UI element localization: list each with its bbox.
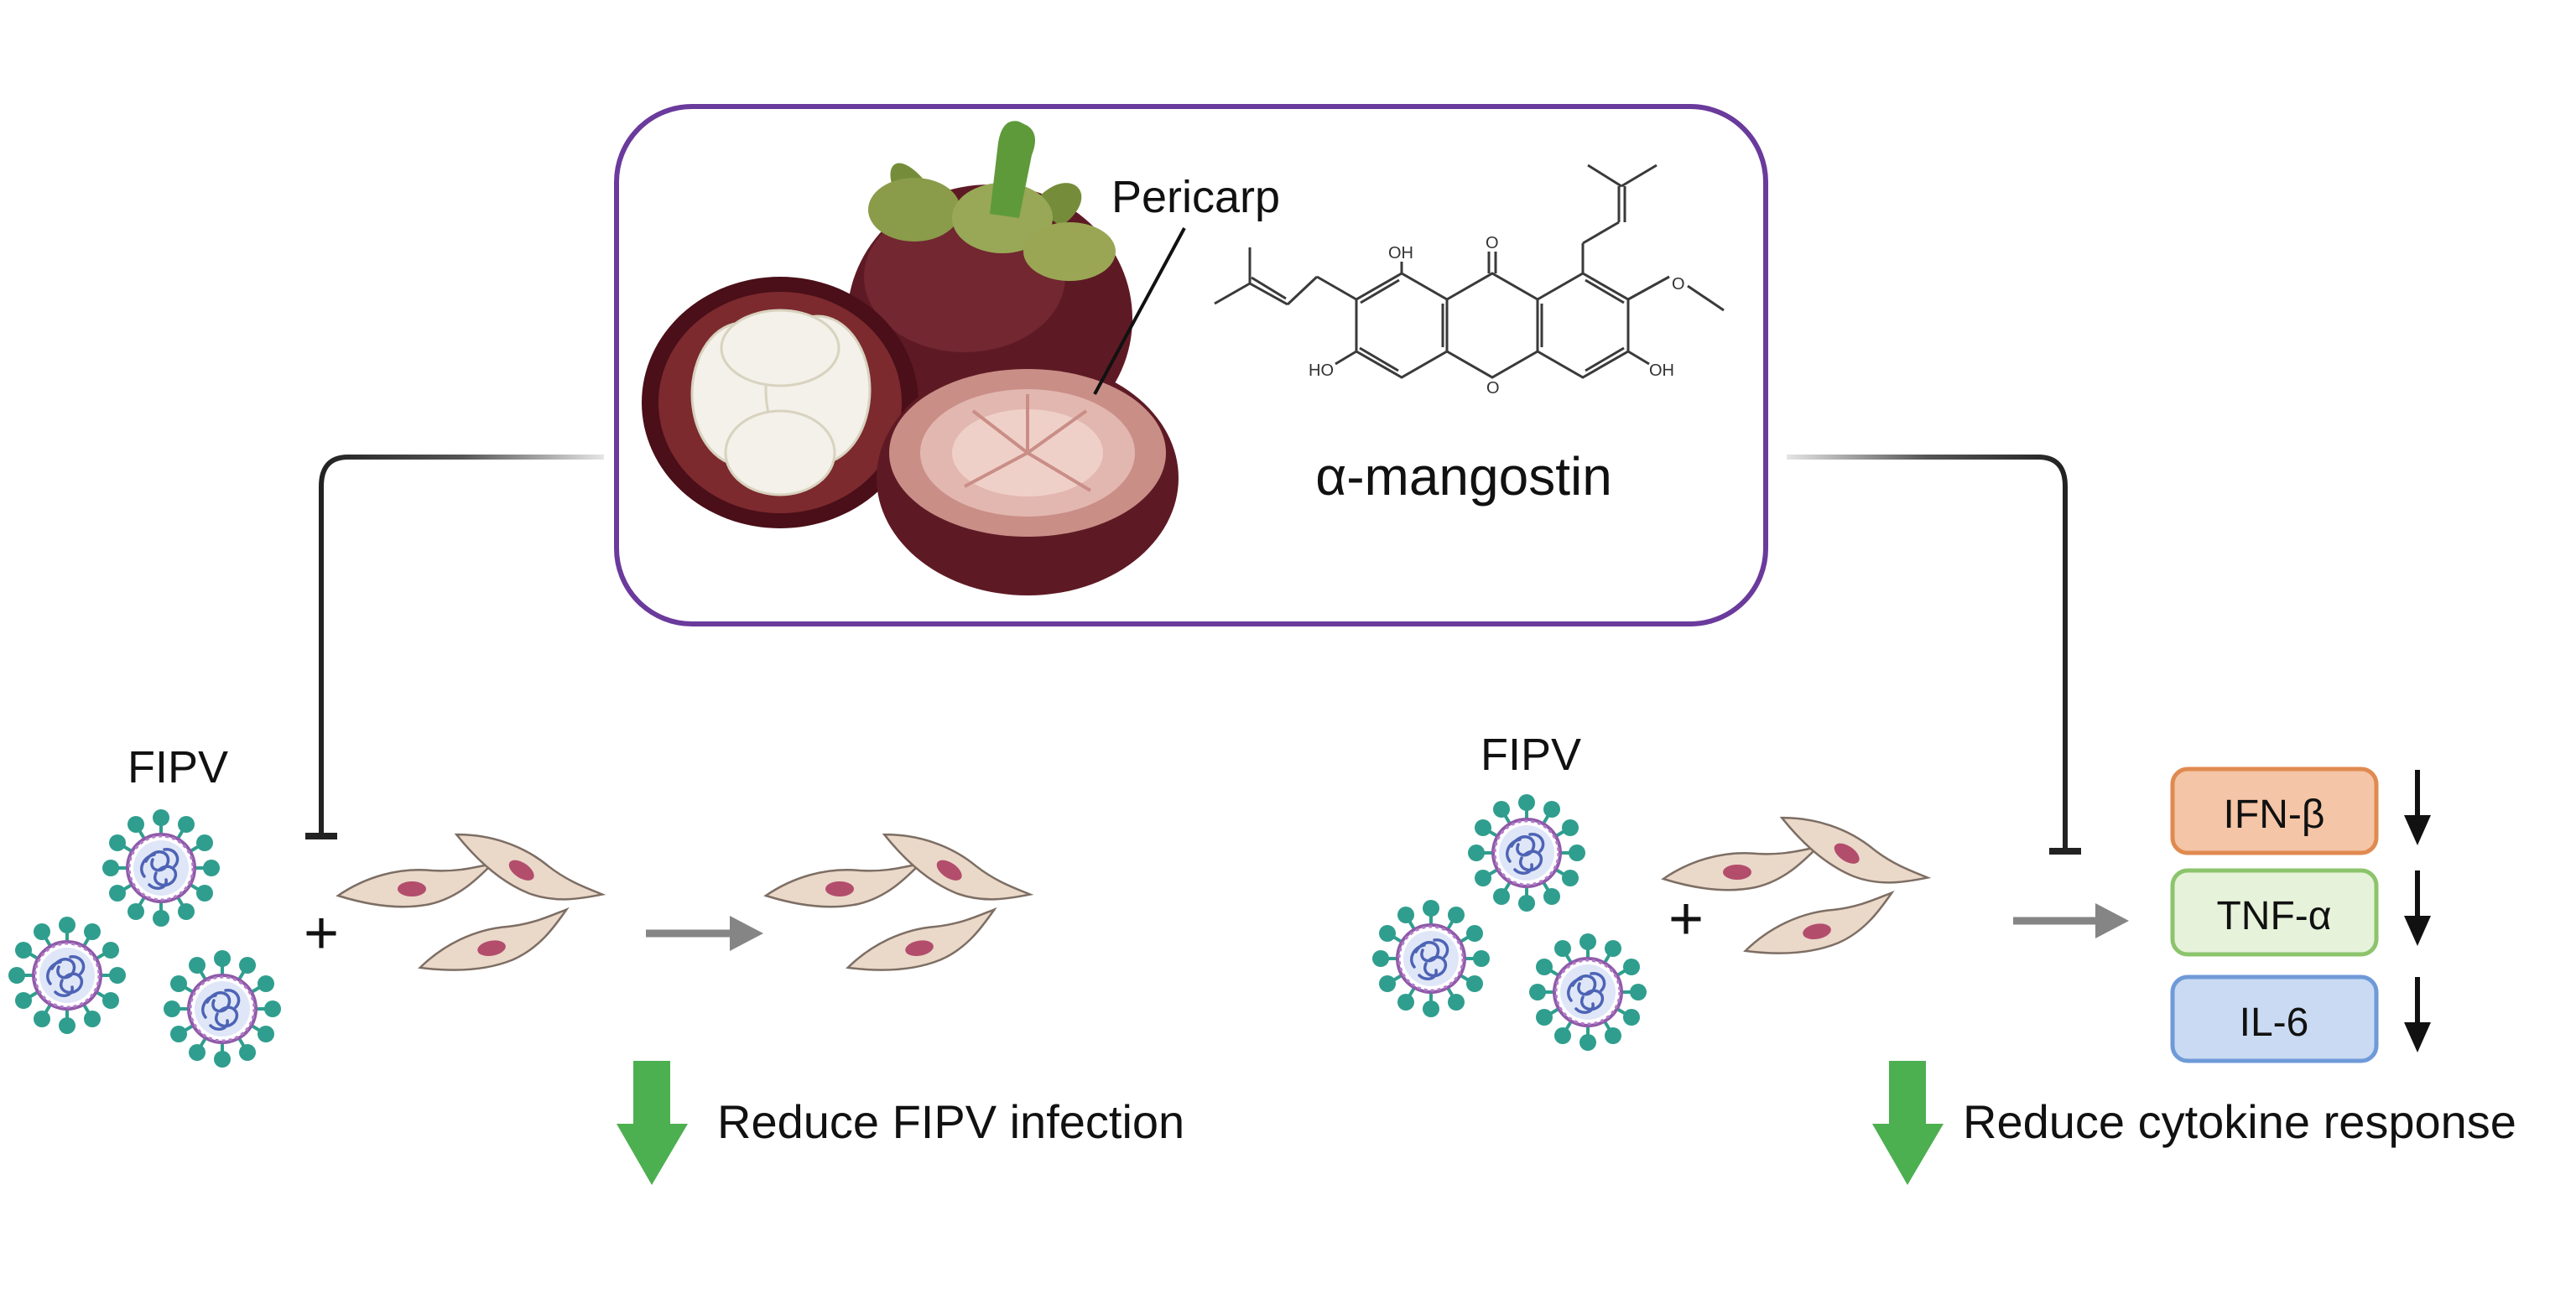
left-down-arrow-icon xyxy=(617,1061,688,1185)
right-virus-label: FIPV xyxy=(1481,730,1581,780)
mangosteen-fruit-illustration xyxy=(642,121,1186,595)
cytokine-ifn-beta: IFN-β xyxy=(2170,767,2431,855)
right-down-arrow-icon xyxy=(1872,1061,1944,1185)
cytokine-list: IFN-β TNF-α IL-6 xyxy=(2170,767,2431,1063)
right-process-arrow xyxy=(2013,903,2129,938)
virus-icon xyxy=(101,808,221,928)
mol-label-oh-right: OH xyxy=(1649,361,1674,380)
alpha-mangostin-structure xyxy=(1214,164,1725,379)
decrease-arrow-icon xyxy=(2404,770,2431,845)
decrease-arrow-icon xyxy=(2404,977,2431,1052)
left-cells-before xyxy=(338,808,602,979)
left-panel: FIPV + Reduce FIPV infection xyxy=(7,742,1184,1185)
right-virus-group xyxy=(1371,793,1648,1052)
left-virus-group xyxy=(7,808,283,1069)
decrease-arrow-icon xyxy=(2404,870,2431,946)
inhibition-connector-left xyxy=(305,455,604,839)
compound-name: α-mangostin xyxy=(1315,446,1612,507)
virus-icon xyxy=(7,915,127,1036)
virus-icon xyxy=(162,948,283,1069)
left-cells-after xyxy=(766,808,1030,979)
right-outcome-text: Reduce cytokine response xyxy=(1963,1095,2516,1148)
right-plus: + xyxy=(1668,886,1704,953)
left-plus: + xyxy=(304,900,339,967)
virus-icon xyxy=(1527,932,1648,1052)
cytokine-label: TNF-α xyxy=(2216,894,2331,938)
mol-label-ho-left: HO xyxy=(1309,361,1334,380)
cytokine-tnf-alpha: TNF-α xyxy=(2170,868,2431,957)
mol-label-o-methoxy: O xyxy=(1672,275,1685,294)
cell-cluster-icon xyxy=(766,808,1030,979)
left-outcome-text: Reduce FIPV infection xyxy=(717,1095,1184,1148)
mol-label-o-ring: O xyxy=(1486,379,1500,398)
pericarp-label: Pericarp xyxy=(1111,172,1280,222)
mol-label-oh-top: OH xyxy=(1388,244,1413,262)
right-panel: FIPV + IFN-β TNF-α xyxy=(1371,730,2516,1185)
cell-cluster-icon xyxy=(338,808,602,979)
cytokine-il-6: IL-6 xyxy=(2170,974,2431,1063)
virus-icon xyxy=(1371,898,1491,1019)
left-virus-label: FIPV xyxy=(127,742,228,793)
alpha-mangostin-box: Pericarp xyxy=(614,104,1768,626)
inhibition-connector-right xyxy=(1787,455,2081,855)
cytokine-label: IL-6 xyxy=(2240,1000,2309,1045)
virus-icon xyxy=(1466,793,1587,913)
cytokine-label: IFN-β xyxy=(2224,793,2325,837)
mol-label-o-ketone: O xyxy=(1486,234,1499,252)
left-process-arrow xyxy=(646,916,763,951)
